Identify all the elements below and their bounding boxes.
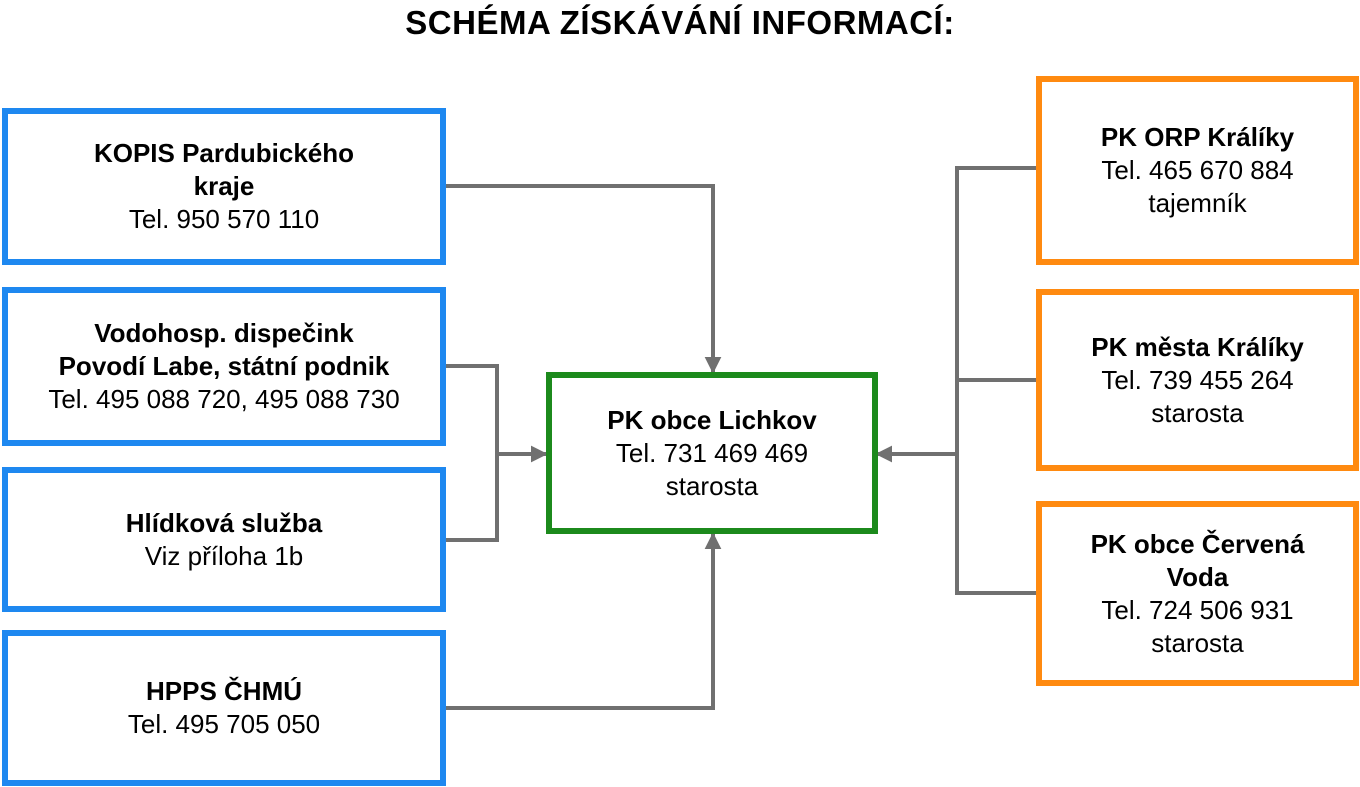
- center-role: starosta: [665, 470, 759, 501]
- diagram-title: SCHÉMA ZÍSKÁVÁNÍ INFORMACÍ:: [405, 4, 955, 41]
- source-box-kopis: KOPIS Pardubického kraje Tel. 950 570 11…: [2, 108, 446, 265]
- source-box-orp-kraliky: PK ORP Králíky Tel. 465 670 884 tajemník: [1036, 76, 1359, 265]
- source-name: Hlídková služba: [125, 507, 323, 538]
- source-name: PK ORP Králíky: [1100, 122, 1295, 152]
- source-name: Povodí Labe, státní podnik: [58, 351, 390, 381]
- source-phone: Tel. 724 506 931: [1101, 594, 1294, 625]
- connector-hpps: [445, 532, 722, 710]
- source-name: PK města Králíky: [1091, 331, 1304, 362]
- source-box-cervena-voda: PK obce Červená Voda Tel. 724 506 931 st…: [1036, 501, 1359, 686]
- source-phone: Tel. 495 705 050: [127, 709, 321, 739]
- source-phone: Tel. 465 670 884: [1101, 155, 1294, 185]
- source-name: PK obce Červená: [1090, 528, 1305, 559]
- source-role: tajemník: [1148, 188, 1247, 218]
- source-note: Viz příloha 1b: [144, 540, 304, 571]
- connector-kopis: [445, 184, 722, 374]
- center-phone: Tel. 731 469 469: [615, 437, 809, 468]
- source-box-vodohosp: Vodohosp. dispečink Povodí Labe, státní …: [2, 287, 446, 446]
- source-phone: Tel. 495 088 720, 495 088 730: [48, 384, 400, 414]
- source-role: starosta: [1151, 397, 1244, 428]
- source-box-mesta-kraliky: PK města Králíky Tel. 739 455 264 staros…: [1036, 289, 1359, 471]
- connector-vodohosp: [445, 364, 499, 542]
- source-name: Voda: [1166, 561, 1229, 592]
- source-phone: Tel. 950 570 110: [128, 204, 320, 234]
- source-name: Vodohosp. dispečink: [94, 318, 354, 348]
- source-box-hlidkova: Hlídková služba Viz příloha 1b: [2, 467, 446, 612]
- source-box-hpps: HPPS ČHMÚ Tel. 495 705 050: [2, 630, 446, 786]
- center-box-lichkov: PK obce Lichkov Tel. 731 469 469 starost…: [546, 372, 878, 534]
- center-name: PK obce Lichkov: [607, 404, 817, 435]
- source-name: KOPIS Pardubického: [93, 138, 355, 168]
- source-name: HPPS ČHMÚ: [145, 676, 302, 706]
- source-role: starosta: [1151, 627, 1244, 658]
- source-name: kraje: [193, 171, 255, 201]
- source-phone: Tel. 739 455 264: [1101, 364, 1294, 395]
